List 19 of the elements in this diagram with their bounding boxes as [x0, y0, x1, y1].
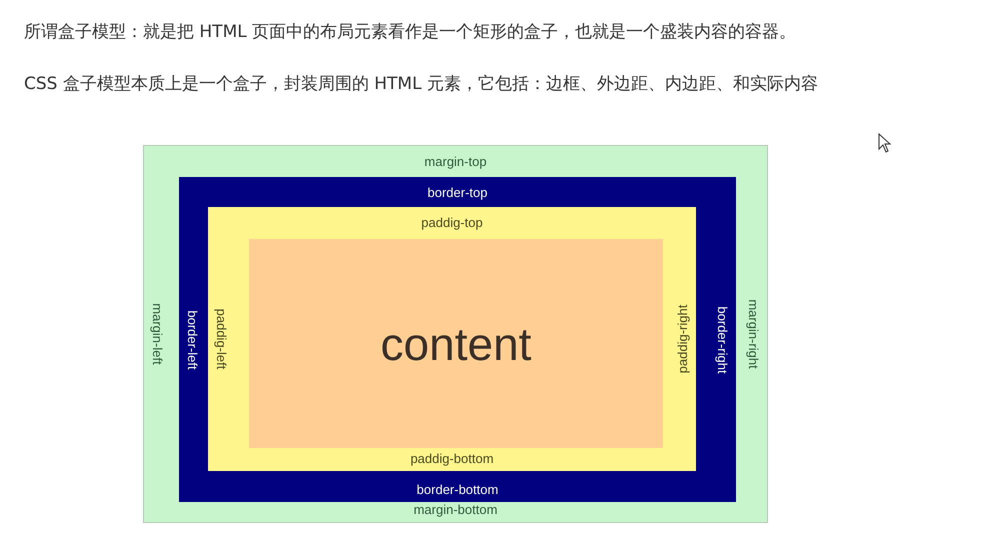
padding-area	[208, 207, 696, 471]
side-label: border-top	[428, 186, 488, 199]
border-area	[179, 177, 736, 502]
content-label: content	[380, 320, 532, 366]
side-label: paddig-top	[421, 216, 483, 229]
side-label: paddig-bottom	[410, 452, 494, 465]
intro-text: CSS 盒子模型本质上是一个盒子，封装周围的 HTML 元素，它包括：边框、外边距、内边距、和实际内容	[24, 73, 818, 95]
side-label: margin-bottom	[414, 503, 498, 516]
side-label: paddig-left	[215, 308, 228, 370]
side-label: border-left	[186, 310, 199, 370]
side-label: margin-right	[747, 299, 760, 369]
margin-area	[143, 145, 768, 523]
side-label: margin-left	[151, 303, 164, 365]
intro-text: 所谓盒子模型：就是把 HTML 页面中的布局元素看作是一个矩形的盒子，也就是一个盛装内容的容器。	[24, 21, 796, 43]
side-label: border-bottom	[416, 483, 498, 496]
content-area	[249, 239, 663, 448]
side-label: margin-top	[424, 155, 487, 168]
side-label: paddig-right	[676, 304, 689, 374]
side-label: border-right	[716, 306, 729, 374]
